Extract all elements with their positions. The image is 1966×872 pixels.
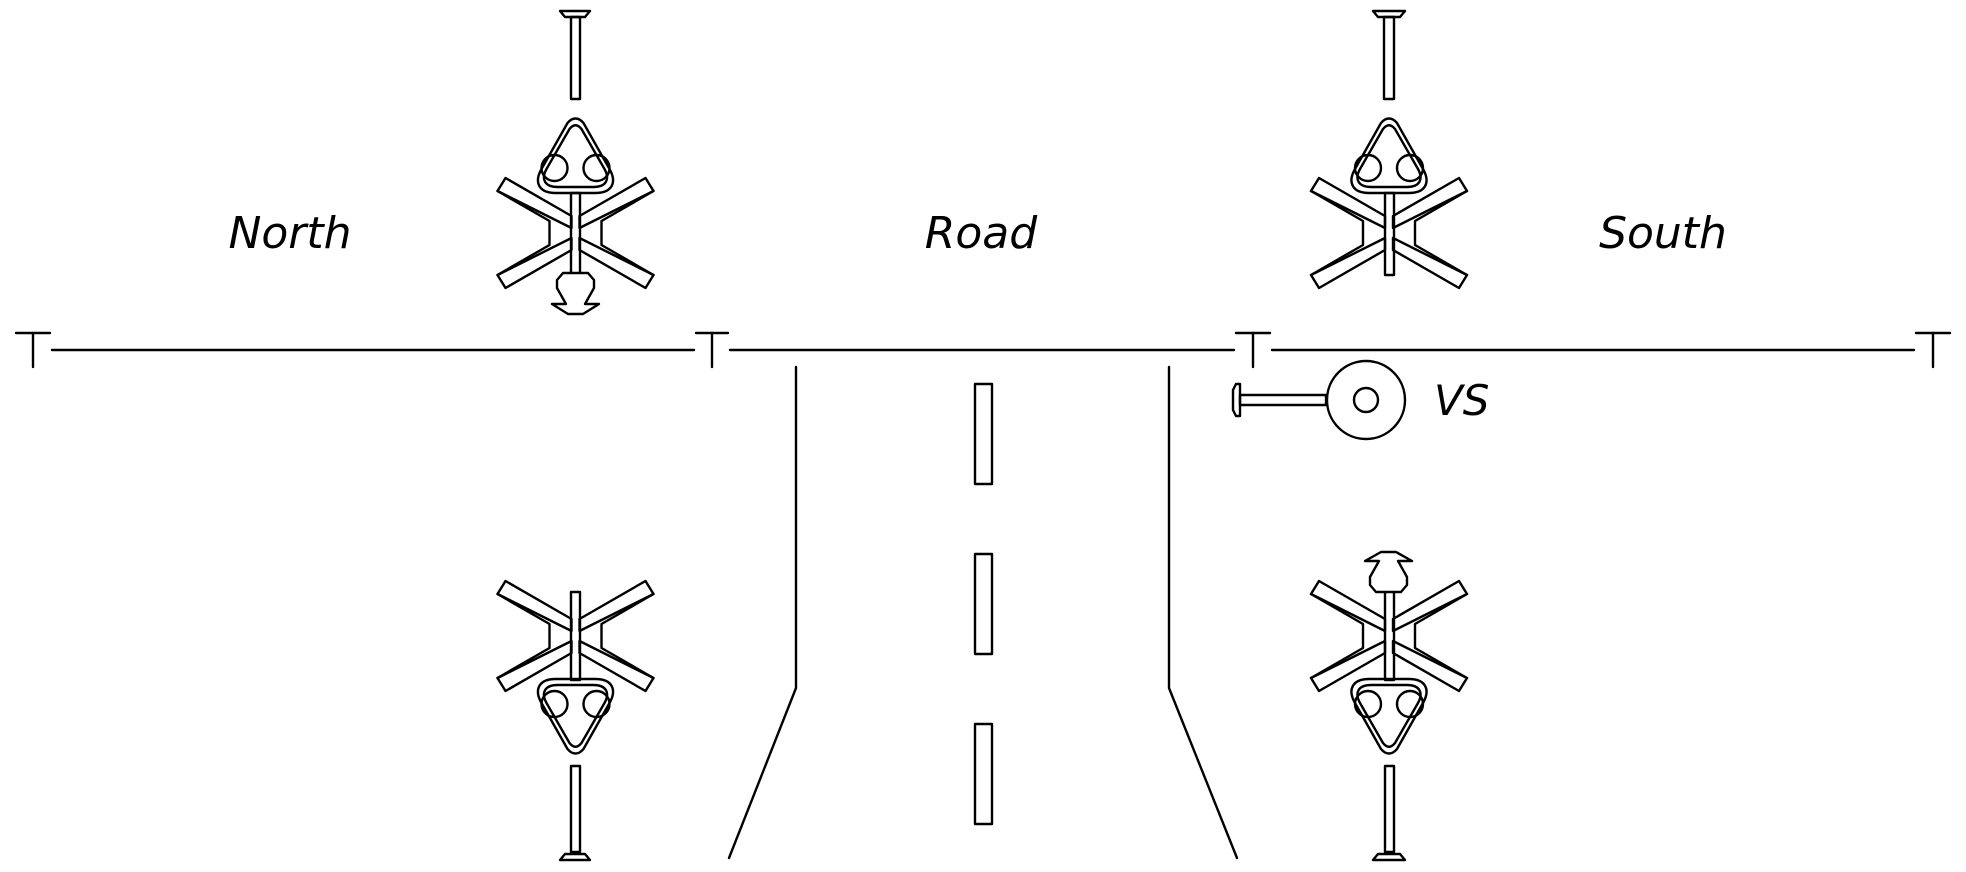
crossbuck-icon	[1309, 579, 1469, 693]
track-circuit-insulated-joint-icon	[1234, 331, 1272, 369]
vehicle-sensor	[1231, 359, 1407, 441]
gate-arm-icon	[1363, 550, 1414, 594]
vs-label: VS	[1434, 376, 1489, 425]
crossing-signal-north-top	[496, 9, 655, 316]
track-circuit-insulated-joint-icon	[14, 331, 52, 369]
crossing-signal-icon	[536, 677, 615, 755]
track-circuit-insulated-joint-icon	[1914, 331, 1952, 369]
track-circuit-insulated-joint-icon	[694, 331, 730, 369]
crossbuck-icon	[496, 176, 655, 290]
crossing-signal-south-bottom	[1309, 550, 1469, 862]
gate-arm-icon	[550, 271, 601, 316]
north-label: North	[228, 208, 351, 259]
road-edge-left	[727, 365, 798, 860]
signal-base-icon	[1371, 764, 1407, 862]
signal-base-icon	[558, 9, 592, 101]
crossing-signal-south-top	[1309, 9, 1469, 290]
crossing-signal-north-bottom	[496, 579, 655, 862]
crossbuck-icon	[1309, 176, 1469, 290]
road-centerline	[973, 382, 994, 826]
road-centerline-dash-icon	[973, 552, 994, 656]
road-label: Road	[925, 208, 1038, 259]
crossbuck-icon	[496, 579, 655, 693]
crossing-signal-icon	[536, 117, 615, 195]
road-centerline-dash-icon	[973, 722, 994, 826]
signal-base-icon	[1371, 9, 1407, 101]
crossing-signal-icon	[1350, 677, 1428, 755]
vehicle-sensor-icon	[1325, 359, 1407, 441]
road-centerline-dash-icon	[973, 382, 994, 486]
south-label: South	[1599, 208, 1727, 259]
crossing-signal-icon	[1350, 117, 1428, 195]
road-edge-right	[1167, 365, 1239, 860]
signal-base-icon	[558, 764, 592, 862]
